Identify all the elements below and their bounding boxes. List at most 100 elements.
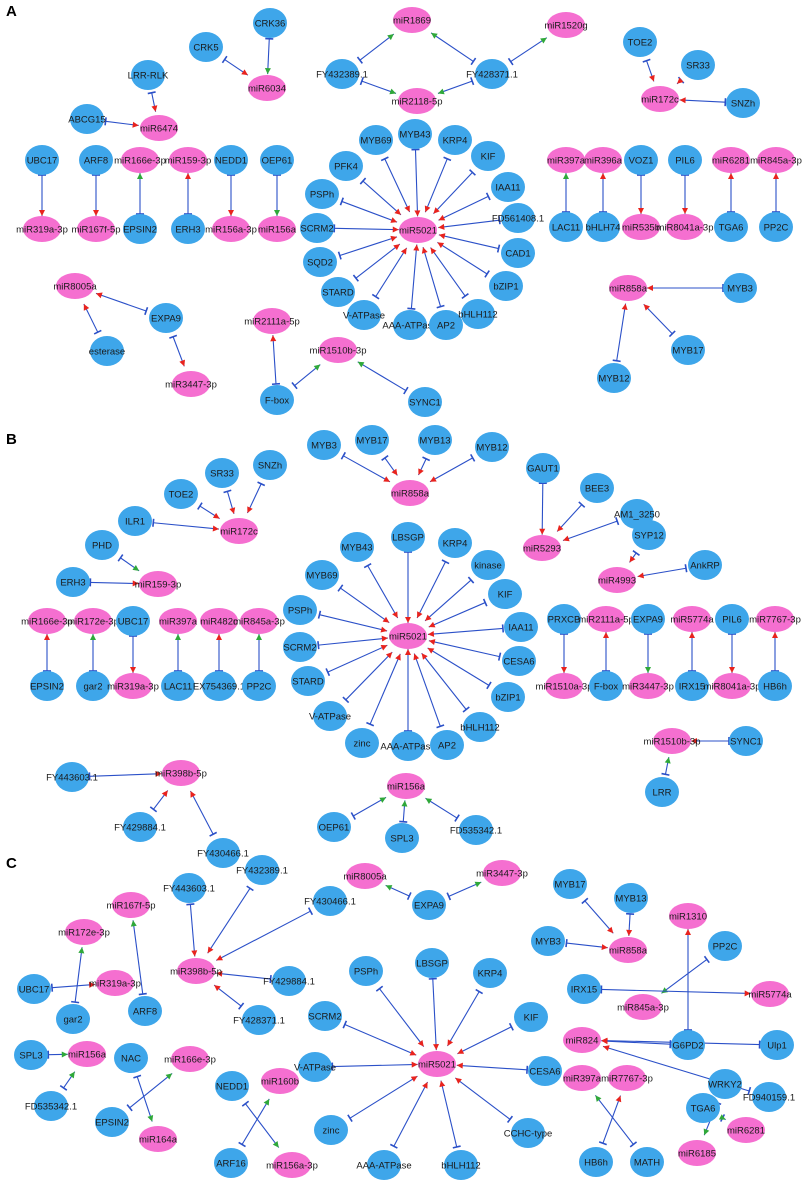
mirna-node[interactable]: miR1510a-3p — [535, 673, 593, 699]
mirna-node[interactable]: miR397a — [159, 608, 198, 634]
gene-node[interactable]: UBC17 — [116, 606, 150, 636]
mirna-node[interactable]: miR166e-3p — [114, 147, 166, 173]
mirna-node[interactable]: miR319a-3p — [16, 216, 68, 242]
gene-node[interactable]: SPL3 — [14, 1040, 48, 1070]
gene-node[interactable]: AAA-ATPase — [380, 731, 436, 761]
gene-node[interactable]: ARF16 — [214, 1148, 248, 1178]
gene-node[interactable]: FY430466.1 — [304, 886, 356, 916]
gene-node[interactable]: SYNC1 — [408, 387, 442, 417]
gene-node[interactable]: PP2C — [759, 212, 793, 242]
gene-node[interactable]: ILR1 — [118, 506, 152, 536]
mirna-node[interactable]: miR159-3p — [135, 571, 181, 597]
gene-node[interactable]: PSPh — [349, 956, 383, 986]
gene-node[interactable]: OEP61 — [317, 812, 351, 842]
mirna-node[interactable]: miR319a-3p — [107, 673, 159, 699]
mirna-node[interactable]: miR167f-5p — [71, 216, 121, 242]
gene-node[interactable]: MYB17 — [553, 869, 587, 899]
gene-node[interactable]: KRP4 — [438, 125, 472, 155]
mirna-node[interactable]: miR5293 — [523, 535, 561, 561]
gene-node[interactable]: SYP12 — [632, 520, 666, 550]
mirna-node[interactable]: miR159-3p — [165, 147, 211, 173]
mirna-node[interactable]: miR482c — [200, 608, 238, 634]
gene-node[interactable]: NEDD1 — [215, 1071, 249, 1101]
gene-node[interactable]: PSPh — [305, 179, 339, 209]
gene-node[interactable]: EX754369.1 — [193, 671, 245, 701]
mirna-node[interactable]: miR2118-5p — [391, 88, 443, 114]
mirna-node[interactable]: miR156a — [68, 1041, 107, 1067]
gene-node[interactable]: GAUT1 — [526, 453, 560, 483]
gene-node[interactable]: V-ATPase — [309, 701, 351, 731]
gene-node[interactable]: ERH3 — [171, 214, 205, 244]
mirna-node[interactable]: miR2111a-5p — [244, 308, 300, 334]
mirna-node[interactable]: miR5774a — [748, 981, 792, 1007]
gene-node[interactable]: FY432389.1 — [236, 855, 288, 885]
gene-node[interactable]: UBC17 — [25, 145, 59, 175]
gene-node[interactable]: kinase — [471, 550, 505, 580]
gene-node[interactable]: CRK5 — [189, 32, 223, 62]
mirna-node[interactable]: miR166e-3p — [164, 1046, 216, 1072]
mirna-node[interactable]: miR6281 — [727, 1117, 765, 1143]
mirna-node[interactable]: miR398b-5p — [155, 760, 207, 786]
gene-node[interactable]: bZIP1 — [491, 682, 525, 712]
gene-node[interactable]: PP2C — [242, 671, 276, 701]
mirna-node[interactable]: miR858a — [609, 275, 648, 301]
gene-node[interactable]: PIL6 — [715, 604, 749, 634]
gene-node[interactable]: LBSGP — [415, 948, 449, 978]
gene-node[interactable]: HB6h — [758, 671, 792, 701]
gene-node[interactable]: gar2 — [76, 671, 110, 701]
gene-node[interactable]: TOE2 — [164, 479, 198, 509]
gene-node[interactable]: SNZh — [253, 450, 287, 480]
mirna-node[interactable]: miR156a-3p — [205, 216, 257, 242]
gene-node[interactable]: EXPA9 — [631, 604, 665, 634]
gene-node[interactable]: PSPh — [283, 595, 317, 625]
mirna-node[interactable]: miR4993 — [598, 567, 636, 593]
gene-node[interactable]: MYB3 — [307, 430, 341, 460]
gene-node[interactable]: MYB13 — [418, 425, 452, 455]
gene-node[interactable]: LBSGP — [391, 522, 425, 552]
mirna-node[interactable]: miR6281 — [712, 147, 750, 173]
gene-node[interactable]: BEE3 — [580, 473, 614, 503]
gene-node[interactable]: MYB3 — [531, 926, 565, 956]
gene-node[interactable]: MYB17 — [355, 425, 389, 455]
gene-node[interactable]: EXPA9 — [412, 890, 446, 920]
gene-node[interactable]: bHLH74 — [586, 212, 621, 242]
gene-node[interactable]: PRXCB — [547, 604, 581, 634]
mirna-node[interactable]: miR845a-3p — [233, 608, 285, 634]
mirna-node[interactable]: miR398b-5p — [170, 958, 222, 984]
gene-node[interactable]: CAD1 — [501, 238, 535, 268]
gene-node[interactable]: MYB17 — [671, 335, 705, 365]
mirna-node[interactable]: miR7767-3p — [749, 606, 801, 632]
mirna-node[interactable]: miR7767-3p — [601, 1065, 653, 1091]
gene-node[interactable]: LAC11 — [549, 212, 583, 242]
gene-node[interactable]: F-box — [260, 385, 294, 415]
gene-node[interactable]: EXPA9 — [149, 303, 183, 333]
mirna-node[interactable]: miR5021 — [399, 217, 437, 243]
gene-node[interactable]: MYB12 — [475, 432, 509, 462]
mirna-node[interactable]: miR160b — [261, 1068, 299, 1094]
gene-node[interactable]: MYB13 — [614, 883, 648, 913]
mirna-node[interactable]: miR1869 — [393, 7, 431, 33]
gene-node[interactable]: EPSIN2 — [95, 1107, 129, 1137]
mirna-node[interactable]: miR5021 — [418, 1051, 456, 1077]
gene-node[interactable]: KRP4 — [438, 528, 472, 558]
gene-node[interactable]: MYB12 — [597, 363, 631, 393]
gene-node[interactable]: EPSIN2 — [123, 214, 157, 244]
mirna-node[interactable]: miR1510b-3p — [643, 728, 701, 754]
mirna-node[interactable]: miR156a — [387, 773, 426, 799]
gene-node[interactable]: PFK4 — [329, 151, 363, 181]
mirna-node[interactable]: miR167f-5p — [106, 892, 156, 918]
mirna-node[interactable]: miR6034 — [248, 75, 286, 101]
gene-node[interactable]: FD561408.1 — [492, 203, 544, 233]
mirna-node[interactable]: miR164a — [139, 1126, 178, 1152]
gene-node[interactable]: KRP4 — [473, 958, 507, 988]
mirna-node[interactable]: miR535b — [622, 214, 660, 240]
gene-node[interactable]: CCHC-type — [504, 1118, 553, 1148]
gene-node[interactable]: MYB43 — [340, 532, 374, 562]
mirna-node[interactable]: miR8041a-3p — [703, 673, 761, 699]
gene-node[interactable]: IAA11 — [491, 172, 525, 202]
mirna-node[interactable]: miR397a — [563, 1065, 602, 1091]
gene-node[interactable]: bZIP1 — [489, 271, 523, 301]
gene-node[interactable]: LRR-RLK — [128, 60, 169, 90]
gene-node[interactable]: EPSIN2 — [30, 671, 64, 701]
gene-node[interactable]: KIF — [488, 579, 522, 609]
